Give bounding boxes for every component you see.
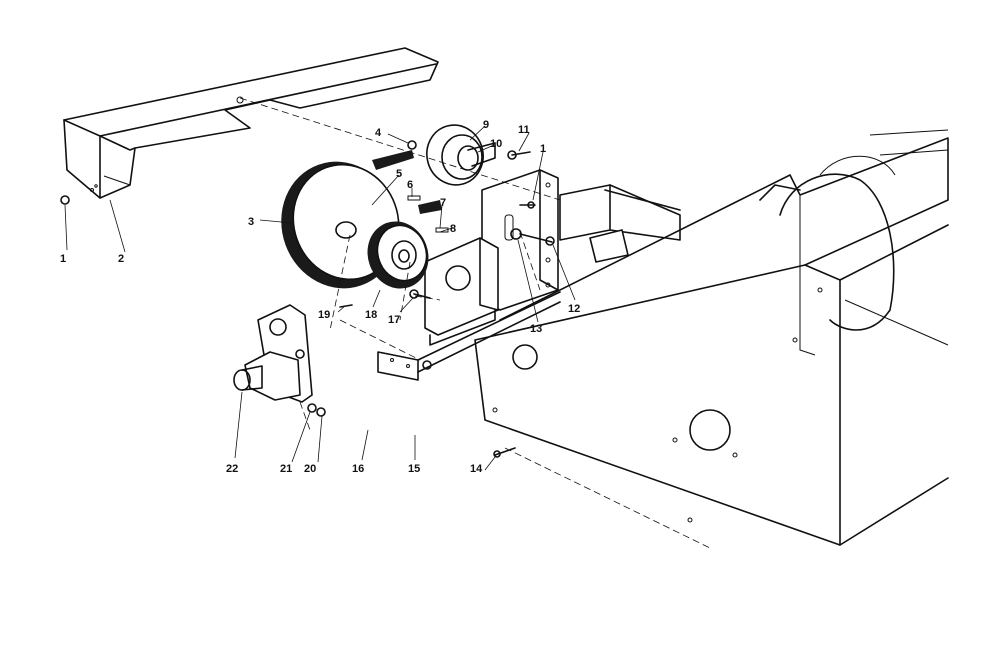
washer-21 <box>307 403 317 413</box>
nut-20 <box>316 407 326 417</box>
callout-11: 11 <box>518 124 530 136</box>
angle-rail <box>377 291 561 381</box>
hardware <box>60 140 555 458</box>
callout-21: 21 <box>280 463 292 475</box>
gearbox <box>233 304 313 403</box>
bolt-1 <box>60 195 70 205</box>
small-pulley <box>367 200 442 289</box>
callout-2: 2 <box>118 253 124 265</box>
callout-19: 19 <box>318 309 330 321</box>
bolt-19 <box>339 304 353 308</box>
mower-frame <box>474 129 949 546</box>
key-6 <box>407 195 421 201</box>
callout-labels: 1 2 3 4 5 6 7 8 9 10 11 1 12 13 14 15 16… <box>60 119 580 475</box>
callout-15: 15 <box>408 463 420 475</box>
bolt-14 <box>494 447 516 456</box>
callout-17: 17 <box>388 314 400 326</box>
callout-9: 9 <box>483 119 489 131</box>
leader-lines <box>64 125 576 471</box>
assembly-lines <box>239 97 711 549</box>
callout-18: 18 <box>365 309 377 321</box>
idler-pulley <box>426 124 496 186</box>
bearing-bracket <box>424 237 499 346</box>
callout-22: 22 <box>226 463 238 475</box>
key-7 <box>435 227 449 233</box>
bolt-17 <box>413 293 431 299</box>
callout-4: 4 <box>375 127 382 139</box>
callout-6: 6 <box>407 179 413 191</box>
callout-7: 7 <box>440 197 446 209</box>
bolt-11 <box>511 151 531 156</box>
callout-10: 10 <box>490 138 502 150</box>
callout-12: 12 <box>568 303 580 315</box>
shaft-bracket <box>559 184 681 263</box>
callout-1-second: 1 <box>540 143 546 155</box>
nut-4 <box>407 140 417 150</box>
callout-5: 5 <box>396 168 402 180</box>
callout-16: 16 <box>352 463 364 475</box>
callout-8: 8 <box>450 223 456 235</box>
callout-1: 1 <box>60 253 66 265</box>
belt-guard <box>63 47 439 199</box>
callout-14: 14 <box>470 463 483 475</box>
callout-3: 3 <box>248 216 254 228</box>
callout-13: 13 <box>530 323 542 335</box>
callout-20: 20 <box>304 463 316 475</box>
